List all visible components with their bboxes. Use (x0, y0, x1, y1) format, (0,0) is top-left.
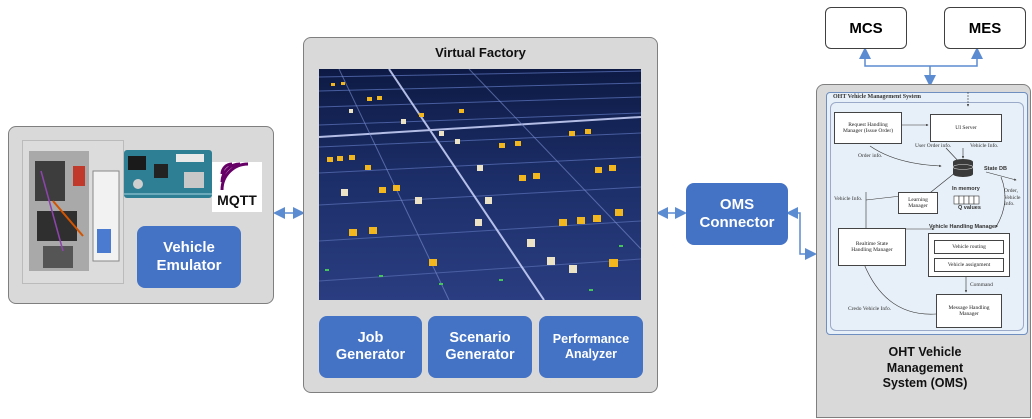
vehicle-hardware-photo (22, 140, 124, 284)
vehicle-handling-manager-label: Vehicle Handling Manager (929, 224, 998, 230)
vehicle-routing-box[interactable]: Vehicle routing (934, 240, 1004, 254)
q-values-grid-icon (953, 195, 980, 205)
factory-simulation-view (319, 69, 641, 300)
vehicle-assignment-box[interactable]: Vehicle assignment (934, 258, 1004, 272)
learning-manager-label: Learning Manager (908, 196, 928, 209)
mes-label: MES (968, 19, 1002, 37)
virtual-factory-title: Virtual Factory (435, 45, 526, 60)
vehicle-info-left-label: Vehicle Info. (834, 196, 863, 202)
job-generator-label: Job Generator (335, 329, 406, 363)
user-order-info-label: User Order info. (915, 143, 952, 149)
mcs-box[interactable]: MCS (825, 7, 907, 49)
message-handling-manager-box[interactable]: Message Handling Manager (936, 294, 1002, 328)
q-values-label: Q values (958, 205, 981, 211)
vehicle-info-top-label: Vehicle Info. (970, 143, 999, 149)
realtime-state-manager-box[interactable]: Realtime State Handling Manager (838, 228, 906, 266)
arrow-connector-oms (786, 207, 817, 260)
order-info-label: Order info. (858, 153, 883, 159)
arrow-mcs-mes-oms (859, 47, 983, 67)
scenario-generator-label: Scenario Generator (445, 329, 515, 363)
vehicle-assignment-label: Vehicle assignment (947, 261, 991, 268)
request-handling-manager-box[interactable]: Request Handling Manager (Issue Order) (834, 112, 902, 144)
command-label: Command (970, 282, 993, 288)
ui-server-label: UI Server (955, 124, 977, 131)
mqtt-label: MQTT (217, 192, 257, 208)
state-db-label: State DB (984, 166, 1007, 172)
learning-manager-box[interactable]: Learning Manager (898, 192, 938, 214)
oms-connector-label: OMS Connector (699, 196, 775, 231)
scenario-generator-button[interactable]: Scenario Generator (428, 316, 532, 378)
credo-vehicle-info-label: Credo Vehicle Info. (848, 306, 892, 312)
oms-detail-inner (830, 102, 1024, 331)
in-memory-label: In memory (952, 186, 980, 192)
oms-caption: OHT Vehicle Management System (OMS) (882, 345, 968, 391)
performance-analyzer-label: Performance Analyzer (552, 332, 630, 361)
factory-render (319, 69, 641, 300)
job-generator-button[interactable]: Job Generator (319, 316, 422, 378)
mqtt-logo: MQTT (212, 162, 262, 212)
mes-box[interactable]: MES (944, 7, 1026, 49)
oms-detail-flows (863, 92, 1017, 315)
realtime-state-manager-label: Realtime State Handling Manager (851, 240, 893, 253)
oms-connector-button[interactable]: OMS Connector (686, 183, 788, 245)
message-handling-manager-label: Message Handling Manager (948, 304, 990, 317)
circuit-board-image (124, 150, 212, 198)
vehicle-emulator-button[interactable]: Vehicle Emulator (137, 226, 241, 288)
state-db-icon (952, 159, 974, 177)
performance-analyzer-button[interactable]: Performance Analyzer (539, 316, 643, 378)
order-vehicle-info-label: Order, Vehicle Info. (1004, 188, 1021, 208)
vehicle-emulator-label: Vehicle Emulator (156, 239, 222, 274)
ui-server-box[interactable]: UI Server (930, 114, 1002, 142)
request-handling-manager-label: Request Handling Manager (Issue Order) (842, 121, 894, 134)
vehicle-routing-label: Vehicle routing (952, 243, 986, 250)
oms-system-title: OHT Vehicle Management System (833, 94, 922, 100)
mcs-label: MCS (849, 19, 883, 37)
